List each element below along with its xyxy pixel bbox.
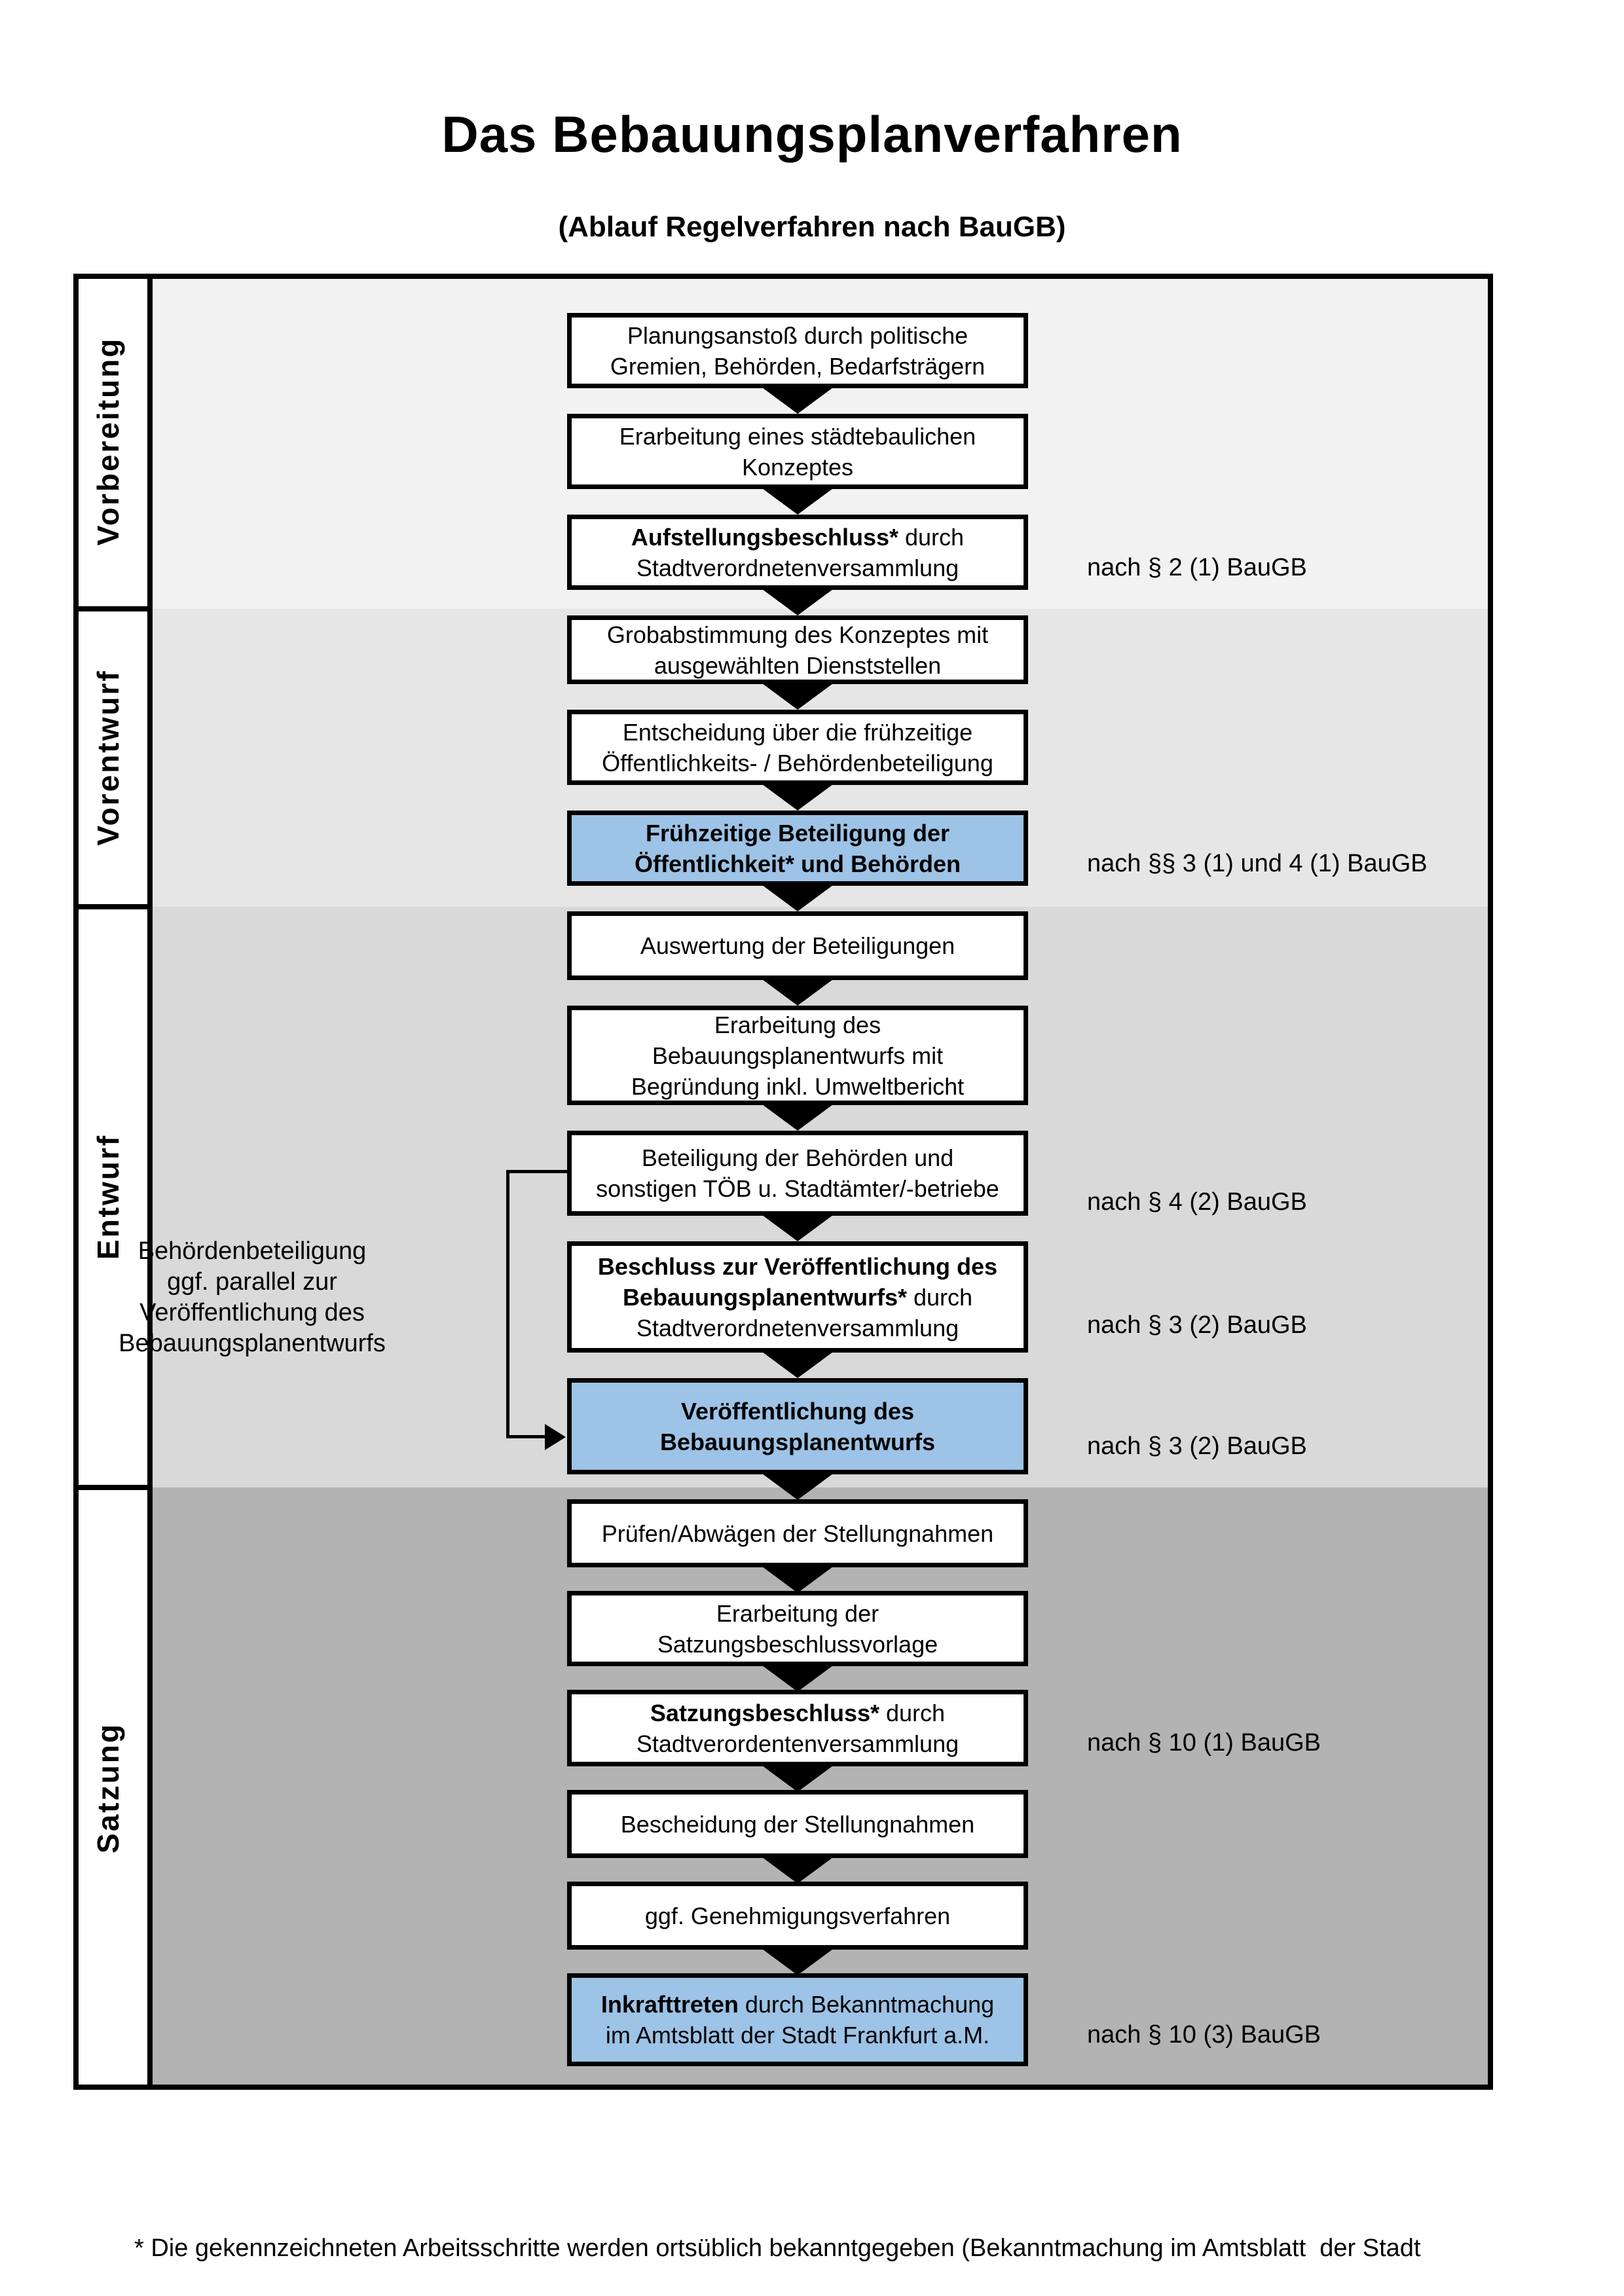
flow-arrow-down-icon xyxy=(762,1666,833,1692)
step-satzungsbeschluss: Satzungsbeschluss* durch Stadtverordente… xyxy=(567,1690,1028,1766)
footnote: * Die gekennzeichneten Arbeitsschritte w… xyxy=(134,2149,1516,2296)
step-fruehzeitige-beteiligung: Frühzeitige Beteiligung der Öffentlichke… xyxy=(567,811,1028,886)
phase-divider-3 xyxy=(73,1485,153,1490)
flow-arrow-down-icon xyxy=(762,388,833,414)
step-erarbeitung-satzungsbeschlussvorlage: Erarbeitung der Satzungsbeschlussvorlage xyxy=(567,1591,1028,1666)
step-beschluss-veroeffentlichung: Beschluss zur Veröffentlichung des Bebau… xyxy=(567,1241,1028,1353)
law-reference-3: nach § 4 (2) BauGB xyxy=(1087,1188,1307,1216)
flow-arrow-down-icon xyxy=(762,979,833,1006)
step-planungsanstoss: Planungsanstoß durch politische Gremien,… xyxy=(567,313,1028,388)
flow-arrow-down-icon xyxy=(762,784,833,811)
phase-label-column xyxy=(73,274,147,2090)
step-veroeffentlichung-entwurf: Veröffentlichung des Bebauungsplanentwur… xyxy=(567,1378,1028,1474)
step-entscheidung-fruehzeitige-beteiligung: Entscheidung über die frühzeitige Öffent… xyxy=(567,710,1028,785)
step-grobabstimmung: Grobabstimmung des Konzeptes mit ausgewä… xyxy=(567,615,1028,684)
flow-arrow-down-icon xyxy=(762,1766,833,1792)
phase-label-satzung: Satzung xyxy=(91,1722,125,1853)
law-reference-4: nach § 3 (2) BauGB xyxy=(1087,1311,1307,1339)
page-subtitle: (Ablauf Regelverfahren nach BauGB) xyxy=(558,211,1066,243)
side-note-line: Veröffentlichung des xyxy=(139,1299,365,1326)
law-reference-7: nach § 10 (3) BauGB xyxy=(1087,2021,1321,2049)
law-reference-1: nach § 2 (1) BauGB xyxy=(1087,554,1307,581)
step-inkrafttreten: Inkrafttreten durch Bekanntmachung im Am… xyxy=(567,1973,1028,2066)
bracket-arrowhead-icon xyxy=(545,1424,566,1450)
phase-label-vorbereitung: Vorbereitung xyxy=(91,337,125,546)
bracket-line-top xyxy=(506,1170,567,1173)
flow-arrow-down-icon xyxy=(762,589,833,615)
flow-arrow-down-icon xyxy=(762,1567,833,1593)
step-bescheidung-stellungnahmen: Bescheidung der Stellungnahmen xyxy=(567,1790,1028,1858)
bracket-line-bottom xyxy=(506,1435,549,1438)
phase-divider-2 xyxy=(73,904,153,909)
phase-label-vorentwurf: Vorentwurf xyxy=(91,669,125,846)
step-konzept-erarbeitung: Erarbeitung eines städtebaulichen Konzep… xyxy=(567,414,1028,489)
footnote-line: * Die gekennzeichneten Arbeitsschritte w… xyxy=(134,2234,1421,2262)
side-note-parallel-beteiligung: Behördenbeteiligung ggf. parallel zur Ve… xyxy=(98,1236,406,1359)
side-note-line: ggf. parallel zur xyxy=(167,1268,337,1296)
step-genehmigungsverfahren: ggf. Genehmigungsverfahren xyxy=(567,1882,1028,1950)
flow-arrow-down-icon xyxy=(762,1352,833,1378)
phase-divider-1 xyxy=(73,606,153,611)
flow-arrow-down-icon xyxy=(762,1949,833,1975)
step-aufstellungsbeschluss: Aufstellungsbeschluss* durch Stadtverord… xyxy=(567,515,1028,590)
side-note-line: Bebauungsplanentwurfs xyxy=(119,1330,386,1357)
step-erarbeitung-bebauungsplanentwurf: Erarbeitung des Bebauungsplanentwurfs mi… xyxy=(567,1006,1028,1105)
law-reference-5: nach § 3 (2) BauGB xyxy=(1087,1432,1307,1460)
side-note-line: Behördenbeteiligung xyxy=(138,1237,367,1265)
flow-arrow-down-icon xyxy=(762,683,833,710)
flow-arrow-down-icon xyxy=(762,1104,833,1131)
page-title: Das Bebauungsplanverfahren xyxy=(441,105,1183,163)
label-column-divider xyxy=(147,274,153,2090)
step-pruefen-abwaegen: Prüfen/Abwägen der Stellungnahmen xyxy=(567,1499,1028,1567)
law-reference-2: nach §§ 3 (1) und 4 (1) BauGB xyxy=(1087,850,1428,877)
flow-arrow-down-icon xyxy=(762,885,833,911)
law-reference-6: nach § 10 (1) BauGB xyxy=(1087,1729,1321,1757)
flow-arrow-down-icon xyxy=(762,488,833,515)
flow-arrow-down-icon xyxy=(762,1215,833,1241)
flow-arrow-down-icon xyxy=(762,1474,833,1500)
flow-arrow-down-icon xyxy=(762,1857,833,1884)
bracket-line-vertical xyxy=(506,1170,509,1438)
step-auswertung-beteiligungen: Auswertung der Beteiligungen xyxy=(567,911,1028,980)
step-beteiligung-behoerden-toeb: Beteiligung der Behörden und sonstigen T… xyxy=(567,1131,1028,1216)
